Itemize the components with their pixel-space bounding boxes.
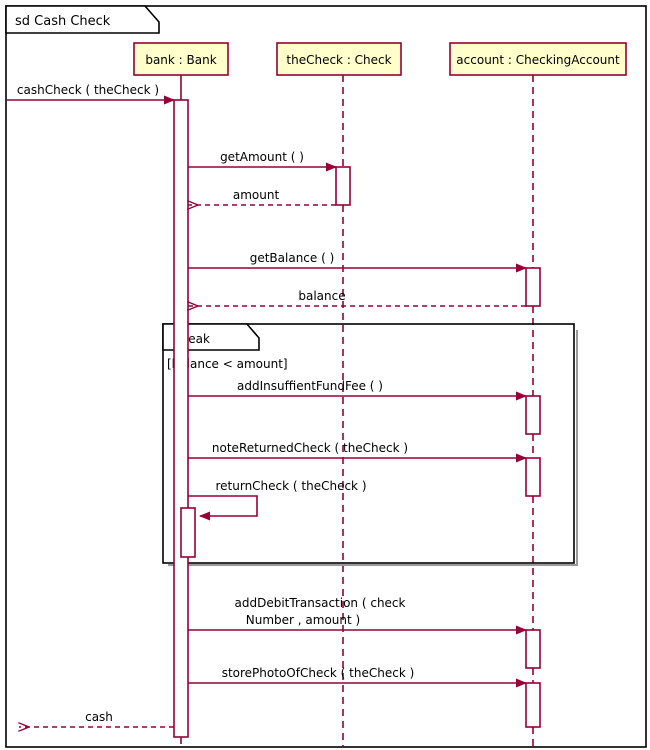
message-getamount[interactable]: getAmount ( ) (188, 150, 337, 172)
message-label-addinsuffientfundfee: addInsuffientFundFee ( ) (237, 379, 383, 393)
frame-name-tab (5, 5, 160, 34)
activation-bank-selfcall[interactable] (180, 507, 196, 558)
message-label-returncheck: returnCheck ( theCheck ) (215, 479, 366, 493)
activation-check-getamount[interactable] (335, 166, 351, 206)
activation-account-getbalance[interactable] (525, 267, 541, 307)
activation-account-adddebit[interactable] (525, 629, 541, 669)
message-label-adddebittransaction-line1: addDebitTransaction ( check (235, 596, 406, 610)
fragment-border (162, 323, 575, 564)
message-label-adddebittransaction-line2: Number , amount ) (246, 613, 360, 627)
message-label-getbalance: getBalance ( ) (250, 251, 335, 265)
activation-account-notereturned[interactable] (525, 457, 541, 497)
activation-bank-main[interactable] (173, 99, 189, 738)
message-label-storephotoofcheck: storePhotoOfCheck ( theCheck ) (222, 666, 415, 680)
lifeline-box-check[interactable] (276, 42, 402, 76)
message-returncheck-self[interactable]: returnCheck ( theCheck ) (188, 479, 367, 521)
message-getbalance[interactable]: getBalance ( ) (188, 251, 527, 273)
message-storephotoofcheck[interactable]: storePhotoOfCheck ( theCheck ) (188, 666, 527, 688)
lifeline-label-account: account : CheckingAccount (456, 53, 620, 67)
message-label-notereturnedcheck: noteReturnedCheck ( theCheck ) (212, 441, 408, 455)
diagram-frame: sd Cash Check (5, 5, 647, 748)
activation-bars (173, 99, 541, 738)
message-addinsuffientfundfee[interactable]: addInsuffientFundFee ( ) (188, 379, 527, 401)
message-label-balance: balance (298, 289, 345, 303)
message-adddebittransaction[interactable]: addDebitTransaction ( check Number , amo… (188, 596, 527, 635)
lifeline-box-bank[interactable] (133, 42, 229, 76)
message-label-cash: cash (85, 710, 113, 724)
lifeline-label-bank: bank : Bank (145, 53, 216, 67)
lifeline-heads: bank : Bank theCheck : Check account : C… (133, 42, 627, 76)
message-label-getamount: getAmount ( ) (220, 150, 304, 164)
lifeline-label-check: theCheck : Check (286, 53, 391, 67)
message-balance-return[interactable]: balance (188, 289, 526, 306)
fragment-guard-label: [balance < amount] (167, 357, 288, 371)
activation-account-storephoto[interactable] (525, 682, 541, 728)
frame-label: sd Cash Check (15, 14, 111, 29)
message-cashcheck[interactable]: cashCheck ( theCheck ) (7, 83, 175, 105)
lifeline-box-account[interactable] (449, 42, 627, 76)
message-arrow-returncheck (188, 495, 258, 521)
message-cash-return[interactable]: cash (19, 710, 174, 727)
message-notereturnedcheck[interactable]: noteReturnedCheck ( theCheck ) (188, 441, 527, 463)
message-label-cashcheck: cashCheck ( theCheck ) (17, 83, 159, 97)
lifeline-stems (180, 75, 534, 747)
message-label-amount: amount (233, 188, 280, 202)
activation-account-addfee[interactable] (525, 395, 541, 435)
message-amount-return[interactable]: amount (188, 188, 336, 205)
frame-border (5, 5, 647, 748)
